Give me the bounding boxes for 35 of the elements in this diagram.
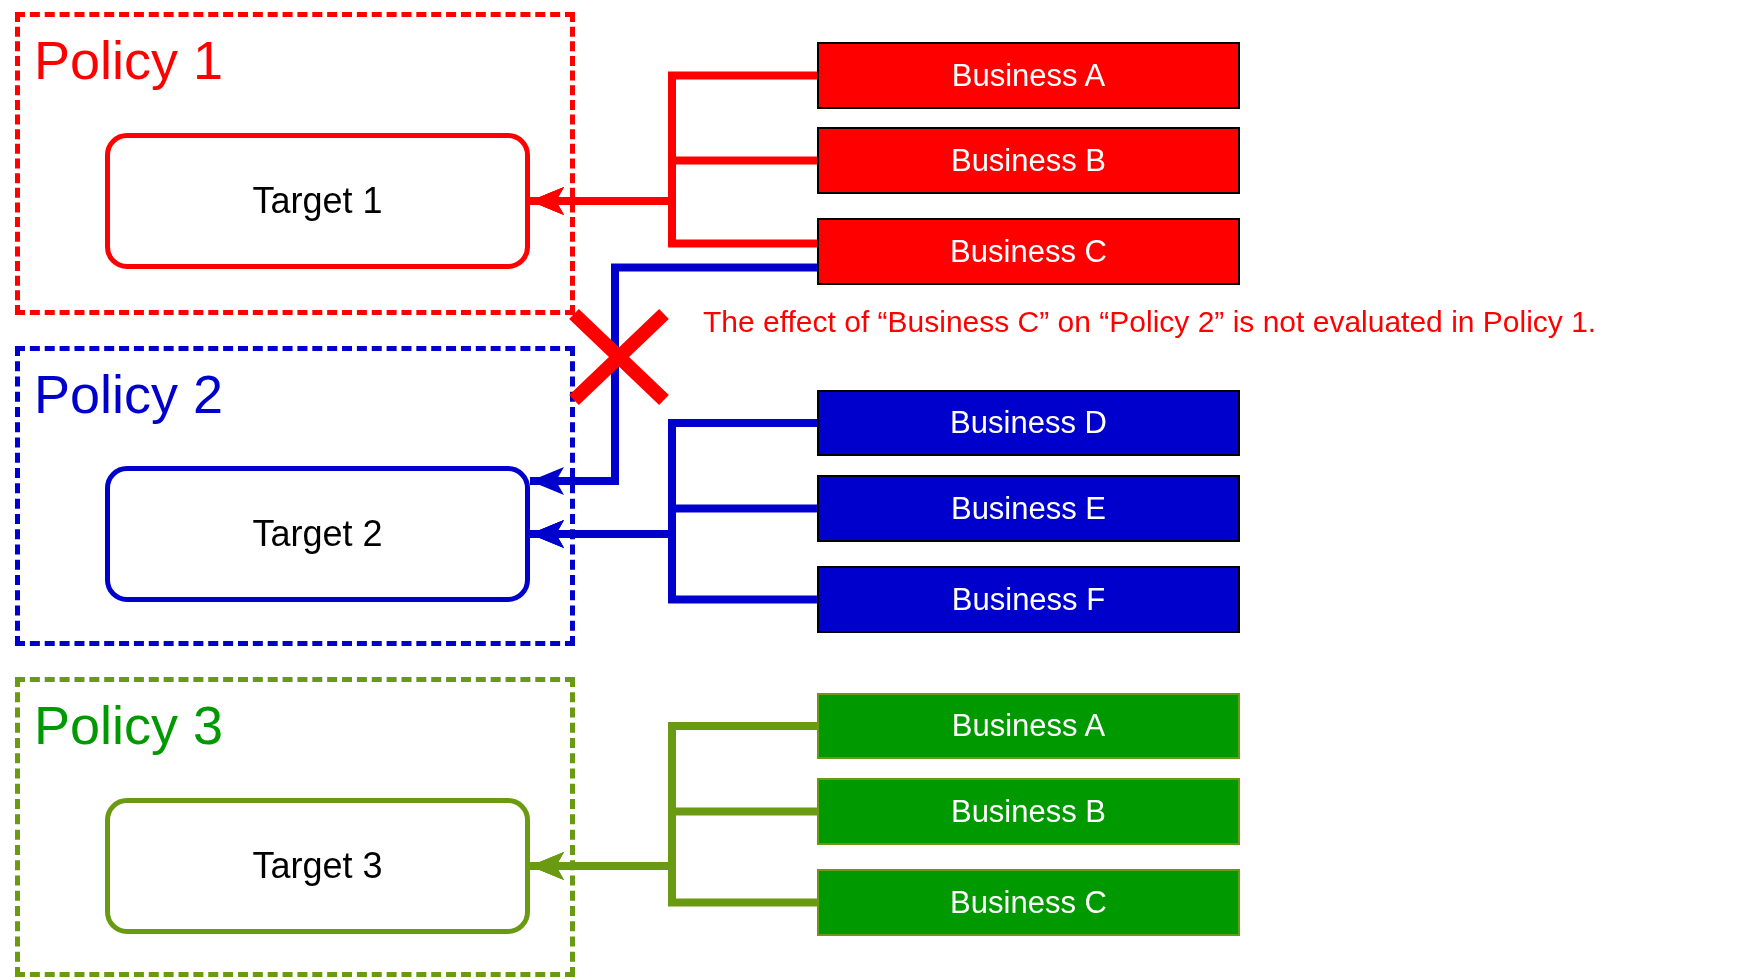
policy-group-frame — [15, 677, 575, 977]
business-label: Business A — [951, 708, 1106, 744]
policy-group-frame — [15, 346, 575, 646]
policy-title: Policy 1 — [34, 29, 224, 91]
connector-arrow — [530, 852, 817, 907]
business-box — [817, 42, 1240, 109]
target-box — [105, 466, 530, 602]
note-text: The effect of “Business C” on “Policy 2” is not evaluated in Policy 1. — [703, 305, 1597, 339]
target-box — [105, 798, 530, 934]
business-label: Business C — [950, 884, 1107, 921]
connector-arrow — [530, 520, 817, 604]
business-box — [817, 390, 1240, 456]
business-box — [817, 869, 1240, 936]
business-box — [817, 127, 1240, 194]
business-label: Business C — [950, 233, 1107, 270]
target-label: Target 1 — [252, 180, 383, 222]
business-label: Business B — [950, 793, 1107, 830]
business-label: Business B — [950, 142, 1107, 179]
business-box — [817, 475, 1240, 542]
target-label: Target 2 — [252, 513, 383, 555]
business-label: Business E — [950, 490, 1107, 527]
business-box — [817, 778, 1240, 845]
connector-arrow — [530, 263, 817, 495]
policy-title: Policy 2 — [34, 363, 224, 425]
business-box — [817, 693, 1240, 759]
connector-arrow — [530, 187, 817, 248]
policy-group-frame — [15, 12, 575, 315]
business-label: Business A — [951, 57, 1106, 94]
business-box — [817, 566, 1240, 633]
target-label: Target 3 — [252, 845, 383, 887]
policy-title: Policy 3 — [34, 694, 224, 756]
business-label: Business D — [950, 405, 1107, 441]
business-label: Business F — [951, 581, 1106, 618]
target-box — [105, 133, 530, 269]
business-box — [817, 218, 1240, 285]
